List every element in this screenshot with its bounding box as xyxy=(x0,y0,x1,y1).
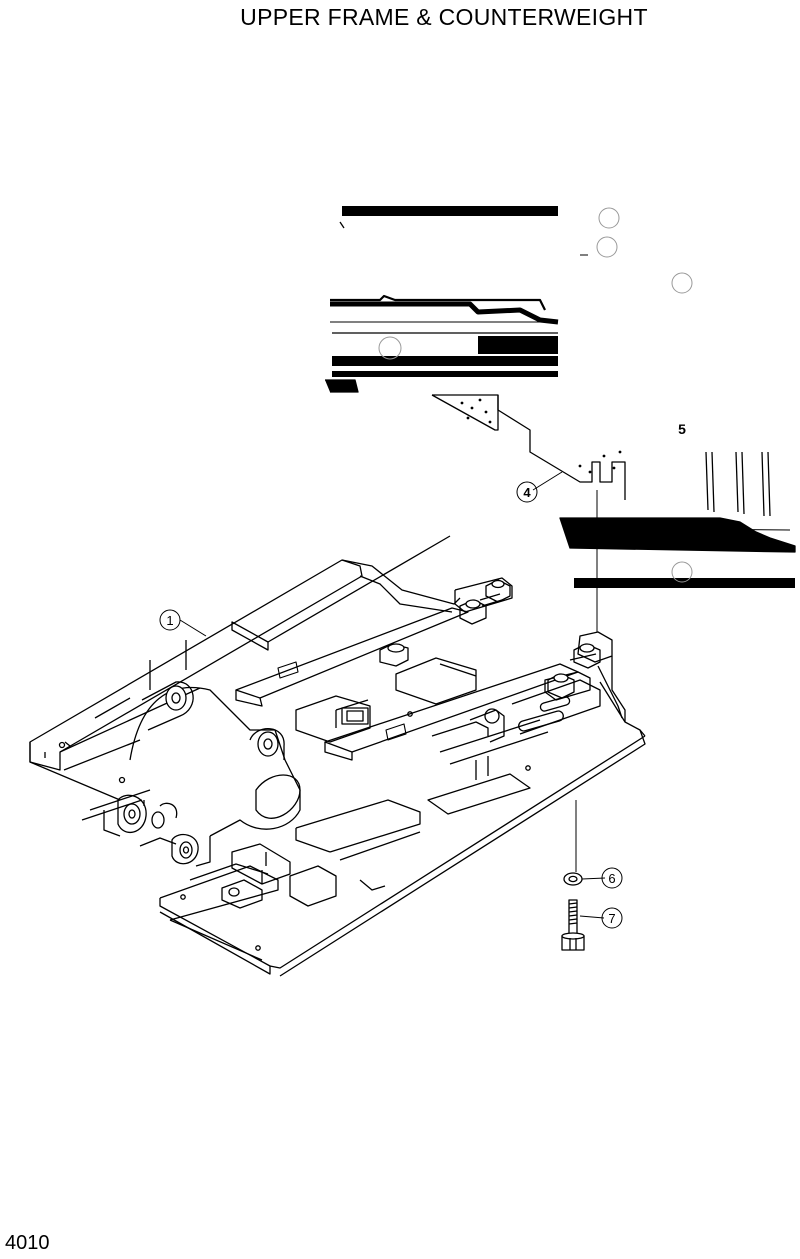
frame-pads xyxy=(379,579,601,699)
page-number: 4010 xyxy=(5,1232,50,1254)
counterweight-hole xyxy=(671,561,693,583)
callout-6-label: 6 xyxy=(608,871,615,886)
leader-lines xyxy=(179,471,606,919)
page-title: UPPER FRAME & COUNTERWEIGHT xyxy=(240,4,648,30)
callout-6-bubble xyxy=(601,867,623,889)
callout-5-label: 5 xyxy=(678,421,686,437)
callout-4-bubble xyxy=(516,481,538,503)
counterweight-hole xyxy=(378,336,402,360)
washer xyxy=(563,872,583,886)
callout-7-label: 7 xyxy=(608,911,615,926)
counterweight xyxy=(325,206,796,588)
callout-1-label: 1 xyxy=(166,613,173,628)
callout-1-bubble xyxy=(159,609,181,631)
bolt xyxy=(561,899,585,951)
callout-7-bubble xyxy=(601,907,623,929)
upper-frame xyxy=(29,535,646,977)
callout-4-label: 4 xyxy=(523,485,531,500)
